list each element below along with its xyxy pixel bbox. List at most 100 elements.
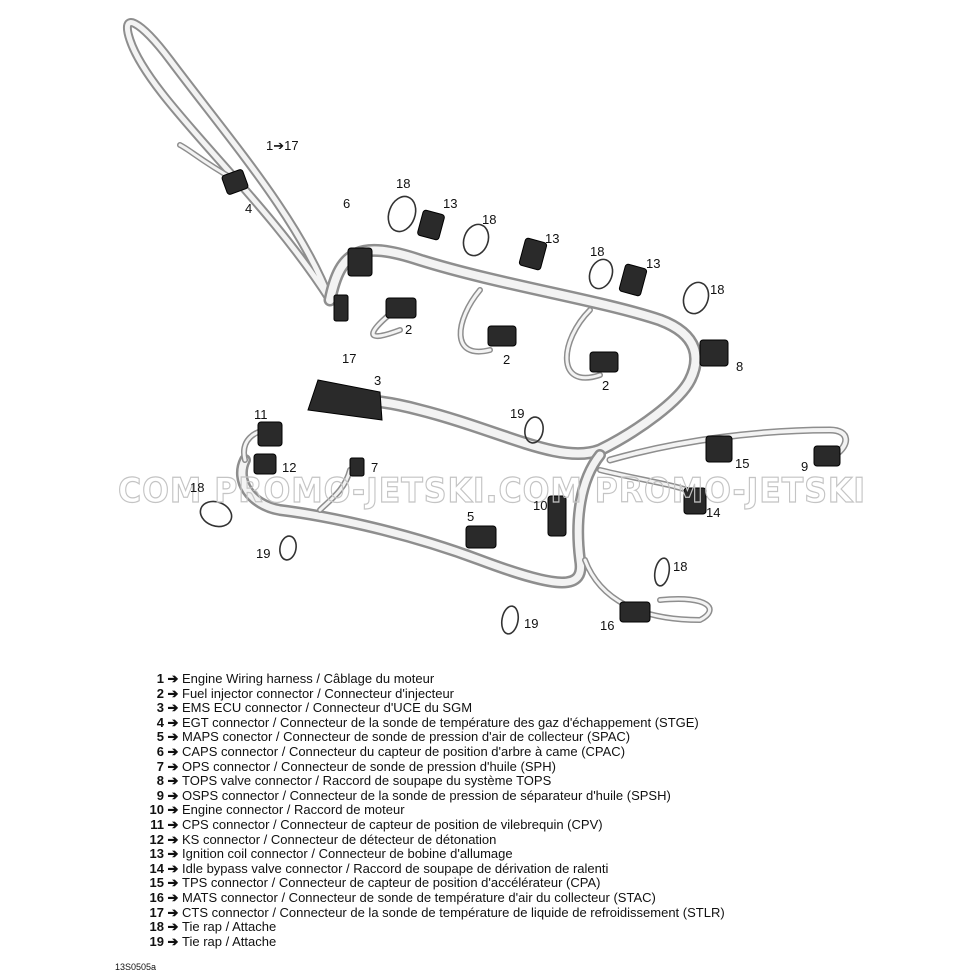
callout-13b: 13	[545, 231, 559, 246]
legend-item: 10➔Engine connector / Raccord de moteur	[120, 803, 960, 818]
legend-number: 18	[149, 919, 164, 935]
legend-number: 10	[149, 802, 164, 818]
callout-15: 15	[735, 456, 749, 471]
arrow-icon: ➔	[167, 816, 179, 832]
arrow-icon: ➔	[167, 904, 179, 920]
connector-coil-13b	[518, 237, 548, 271]
legend-number: 6	[156, 743, 164, 759]
callout-3: 3	[374, 373, 381, 388]
connector-coil-13c	[618, 263, 648, 297]
callout-19a: 19	[510, 406, 524, 421]
arrow-icon: ➔	[167, 714, 179, 730]
connector-injector-2a	[385, 297, 417, 319]
callout-2a: 2	[405, 322, 412, 337]
tie-rap-18a	[387, 195, 417, 233]
callout-17: 17	[342, 351, 356, 366]
callout-12: 12	[282, 460, 296, 475]
legend-description: EMS ECU connector / Connecteur d'UCE du …	[182, 700, 473, 716]
connector-ecu-3	[307, 379, 383, 421]
legend-description: OSPS connector / Connecteur de la sonde …	[182, 787, 671, 803]
tie-rap-18d	[682, 281, 710, 315]
callout-4: 4	[245, 201, 252, 216]
tie-rap-18b	[462, 223, 490, 257]
legend-item: 19➔Tie rap / Attache	[120, 933, 960, 950]
legend-item: 1➔Engine Wiring harness / Câblage du mot…	[120, 671, 960, 687]
arrow-icon: ➔	[167, 743, 179, 759]
arrow-icon: ➔	[167, 875, 179, 891]
legend-number: 17	[149, 904, 164, 920]
legend-item: 12➔KS connector / Connecteur de détecteu…	[120, 831, 960, 848]
legend-item: 2➔Fuel injector connector / Connecteur d…	[120, 685, 960, 702]
legend-description: TPS connector / Connecteur de capteur de…	[182, 875, 601, 891]
tie-rap-18c	[588, 258, 614, 290]
callout-5: 5	[467, 509, 474, 524]
connector-idle-14	[683, 487, 707, 515]
legend-description: Idle bypass valve connector / Raccord de…	[182, 860, 609, 876]
callout-7: 7	[371, 460, 378, 475]
arrow-icon: ➔	[167, 933, 179, 949]
callout-1: 1➔17	[266, 138, 299, 153]
callout-2c: 2	[602, 378, 609, 393]
arrow-icon: ➔	[167, 729, 179, 745]
legend-description: Tie rap / Attache	[182, 919, 277, 935]
legend-item: 11➔CPS connector / Connecteur de capteur…	[120, 816, 960, 833]
connector-caps-6	[347, 247, 373, 277]
arrow-icon: ➔	[167, 831, 179, 847]
legend-item: 17➔CTS connector / Connecteur de la sond…	[120, 904, 960, 921]
connector-tops-8	[699, 339, 729, 367]
tie-rap-18e	[199, 500, 233, 528]
legend-number: 11	[150, 816, 164, 832]
legend-description: Engine connector / Raccord de moteur	[182, 802, 405, 818]
callout-10: 10	[533, 498, 547, 513]
legend-description: EGT connector / Connecteur de la sonde d…	[182, 714, 699, 730]
connectors	[221, 169, 841, 623]
callout-9: 9	[801, 459, 808, 474]
tie-rap-19a	[524, 416, 544, 444]
legend-item: 8➔TOPS valve connector / Raccord de soup…	[120, 774, 960, 789]
callout-11: 11	[254, 407, 268, 422]
arrow-icon: ➔	[167, 685, 179, 701]
arrow-icon: ➔	[167, 919, 179, 935]
legend-number: 5	[156, 729, 164, 745]
connector-coil-13a	[417, 209, 445, 241]
callout-8: 8	[736, 359, 743, 374]
arrow-icon: ➔	[167, 860, 179, 876]
legend-item: 4➔EGT connector / Connecteur de la sonde…	[120, 714, 960, 731]
legend-description: MATS connector / Connecteur de sonde de …	[182, 889, 656, 905]
parts-legend: 1➔Engine Wiring harness / Câblage du mot…	[120, 671, 960, 950]
legend-item: 18➔Tie rap / Attache	[120, 919, 960, 935]
connector-tps-15	[705, 435, 733, 463]
legend-description: CAPS connector / Connecteur du capteur d…	[182, 743, 626, 759]
legend-item: 5➔MAPS conector / Connecteur de sonde de…	[120, 730, 960, 745]
tie-rap-18f	[653, 557, 671, 587]
legend-item: 9➔OSPS connector / Connecteur de la sond…	[120, 787, 960, 804]
legend-item: 14➔Idle bypass valve connector / Raccord…	[120, 860, 960, 877]
legend-number: 15	[149, 875, 164, 891]
callout-14: 14	[706, 505, 720, 520]
legend-number: 4	[156, 714, 164, 730]
connector-osps-9	[813, 445, 841, 467]
callout-2b: 2	[503, 352, 510, 367]
connector-injector-2b	[487, 325, 517, 347]
callout-18f: 18	[673, 559, 687, 574]
arrow-icon: ➔	[167, 802, 179, 818]
legend-description: Ignition coil connector / Connecteur de …	[182, 846, 513, 862]
legend-description: Tie rap / Attache	[182, 933, 277, 949]
callout-16: 16	[600, 618, 614, 633]
callout-13a: 13	[443, 196, 457, 211]
callout-18b: 18	[482, 212, 496, 227]
callout-13c: 13	[646, 256, 660, 271]
legend-description: KS connector / Connecteur de détecteur d…	[182, 831, 497, 847]
legend-number: 14	[149, 860, 164, 876]
connector-maps-5	[465, 525, 497, 549]
tie-rap-19c	[500, 605, 520, 635]
harness-wires	[122, 18, 850, 623]
legend-description: Engine Wiring harness / Câblage du moteu…	[182, 671, 435, 686]
legend-number: 2	[156, 685, 164, 701]
legend-number: 1	[156, 671, 164, 686]
arrow-icon: ➔	[167, 846, 179, 862]
legend-item: 16➔MATS connector / Connecteur de sonde …	[120, 889, 960, 906]
tie-raps	[199, 195, 710, 635]
connector-mats-16	[619, 601, 651, 623]
callout-18c: 18	[590, 244, 604, 259]
